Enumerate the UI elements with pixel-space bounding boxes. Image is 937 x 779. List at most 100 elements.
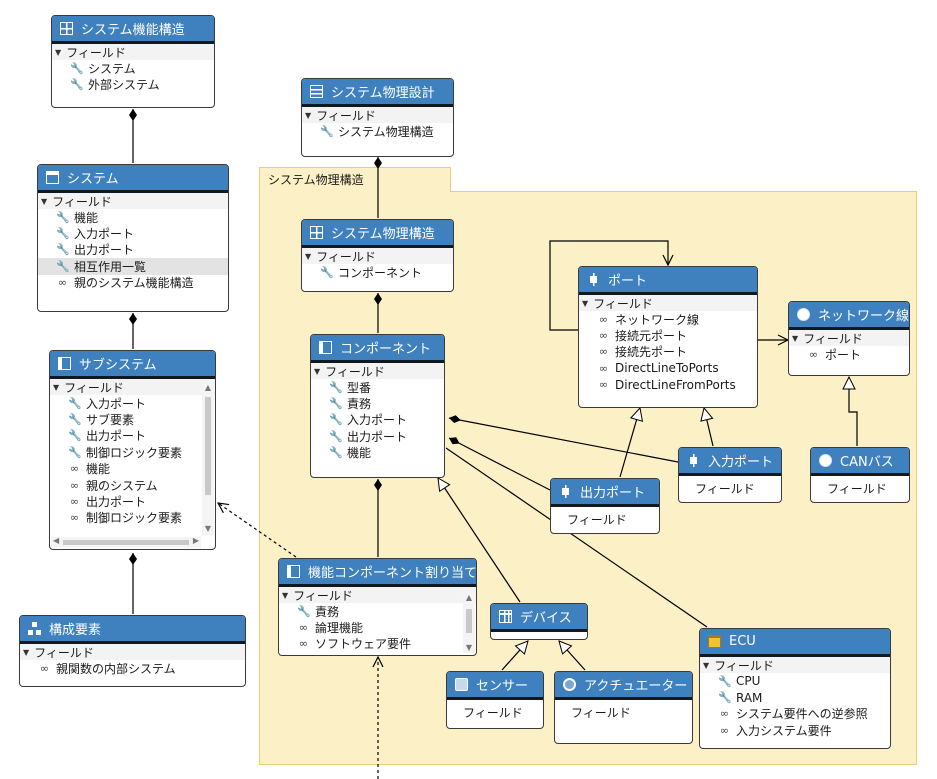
fields-section-toggle[interactable]: ▼フィールド [579, 295, 757, 311]
class-header: デバイス [491, 604, 587, 632]
class-network-line[interactable]: ネットワーク線 ▼フィールド ∞ポート [788, 301, 910, 376]
field-item[interactable]: 🔧システム [70, 61, 136, 76]
field-item[interactable]: ∞出力ポート [69, 495, 147, 510]
field-item[interactable]: ∞機能 [69, 462, 111, 477]
class-title: ECU [729, 634, 756, 649]
circle-icon [797, 308, 810, 321]
generalization-device-component [438, 478, 521, 603]
wrench-icon: 🔧 [329, 446, 343, 460]
link-icon: ∞ [598, 378, 609, 392]
class-header: センサー [447, 672, 543, 700]
component-icon [287, 565, 300, 578]
scroll-down-arrow-icon[interactable]: ▼ [465, 643, 473, 652]
field-item[interactable]: ∞DirectLineFromPorts [598, 377, 736, 392]
field-item[interactable]: ∞ポート [808, 347, 862, 362]
class-system-physical-design[interactable]: システム物理設計 ▼フィールド 🔧システム物理構造 [301, 78, 454, 157]
association-component-ecu [445, 447, 708, 628]
fields-label: フィールド [695, 482, 755, 496]
field-item[interactable]: 🔧機能 [329, 446, 372, 461]
field-item[interactable]: 🔧責務 [329, 397, 372, 412]
field-item[interactable]: ∞システム要件への逆参照 [719, 707, 868, 722]
generalization-inport-port [704, 408, 714, 447]
scrollbar-thumb[interactable] [63, 540, 189, 545]
class-kousei-youso[interactable]: 構成要素 ▼フィールド ∞親関数の内部システム [19, 615, 246, 687]
fields-section-toggle[interactable]: ▼フィールド [789, 330, 909, 346]
square-icon [455, 678, 468, 691]
class-header: システム機能構造 [52, 16, 214, 44]
port-icon [559, 485, 572, 498]
field-item-selected[interactable]: 🔧相互作用一覧 [38, 258, 228, 275]
field-item[interactable]: ∞接続元ポート [598, 329, 688, 344]
class-system[interactable]: システム ▼フィールド 🔧機能 🔧入力ポート 🔧出力ポート 🔧相互作用一覧 ∞親… [37, 164, 229, 312]
field-item[interactable]: 🔧型番 [329, 380, 372, 395]
field-item[interactable]: 🔧入力ポート [56, 227, 135, 242]
class-component[interactable]: コンポーネント ▼フィールド 🔧型番 🔧責務 🔧入力ポート 🔧出力ポート 🔧機能 [310, 334, 445, 478]
link-icon: ∞ [298, 621, 309, 635]
class-title: サブシステム [79, 358, 157, 373]
fields-section-toggle[interactable]: ▼フィールド [52, 44, 214, 60]
field-item[interactable]: 🔧出力ポート [68, 429, 147, 444]
field-item[interactable]: ∞ソフトウェア要件 [298, 637, 412, 652]
field-item[interactable]: ∞親のシステム機能構造 [57, 276, 194, 291]
scrollbar-thumb[interactable] [205, 397, 211, 495]
fields-section-toggle[interactable]: ▼フィールド [50, 379, 215, 395]
field-item[interactable]: 🔧出力ポート [56, 243, 135, 258]
scroll-left-arrow-icon[interactable]: ◀ [53, 536, 60, 545]
field-item[interactable]: ∞親関数の内部システム [39, 661, 176, 676]
horizontal-scrollbar[interactable]: ◀ ▶ [51, 536, 201, 548]
composition-component-inport [448, 415, 679, 463]
class-title: アクチュエーター [584, 679, 688, 694]
field-item[interactable]: 🔧RAM [718, 690, 763, 705]
fields-section-toggle[interactable]: ▼フィールド [700, 657, 890, 673]
class-header: コンポーネント [311, 335, 444, 363]
class-output-port[interactable]: 出力ポート フィールド [550, 478, 660, 534]
field-item[interactable]: ∞ネットワーク線 [598, 312, 700, 327]
field-item[interactable]: 🔧機能 [56, 210, 99, 225]
field-item[interactable]: ∞DirectLineToPorts [598, 361, 719, 376]
fields-section-toggle[interactable]: ▼フィールド [311, 363, 444, 379]
field-item[interactable]: ∞接続先ポート [598, 345, 688, 360]
scroll-right-arrow-icon[interactable]: ▶ [192, 536, 199, 545]
scroll-down-arrow-icon[interactable]: ▼ [204, 524, 212, 533]
field-item[interactable]: 🔧責務 [297, 604, 340, 619]
class-ecu[interactable]: ECU ▼フィールド 🔧CPU 🔧RAM ∞システム要件への逆参照 ∞入力システ… [699, 628, 891, 749]
class-title: デバイス [520, 611, 572, 626]
scroll-up-arrow-icon[interactable]: ▲ [465, 593, 473, 602]
vertical-scrollbar[interactable]: ▲ ▼ [202, 381, 214, 535]
class-actuator[interactable]: アクチュエーター フィールド [554, 671, 693, 744]
field-item[interactable]: 🔧入力ポート [329, 413, 408, 428]
scroll-up-arrow-icon[interactable]: ▲ [204, 383, 212, 392]
field-item[interactable]: ∞制御ロジック要素 [69, 511, 183, 526]
field-item[interactable]: ∞親のシステム [69, 478, 158, 493]
field-item[interactable]: 🔧CPU [718, 674, 761, 689]
class-system-physical-structure[interactable]: システム物理構造 ▼フィールド 🔧コンポーネント [301, 219, 454, 292]
scrollbar-thumb[interactable] [466, 609, 472, 633]
field-item[interactable]: ∞入力システム要件 [719, 723, 832, 738]
vertical-scrollbar[interactable]: ▲ ▼ [463, 591, 475, 653]
class-sensor[interactable]: センサー フィールド [446, 671, 544, 729]
fields-section-toggle[interactable]: ▼フィールド [20, 644, 245, 660]
wrench-icon: 🔧 [297, 604, 311, 618]
fields-section-toggle[interactable]: ▼フィールド [302, 107, 453, 123]
field-item[interactable]: 🔧入力ポート [68, 396, 147, 411]
field-item[interactable]: 🔧制御ロジック要素 [68, 445, 183, 460]
fields-section-toggle[interactable]: ▼フィールド [302, 248, 453, 264]
field-item[interactable]: 🔧コンポーネント [320, 265, 423, 280]
field-item[interactable]: 🔧システム物理構造 [320, 124, 434, 139]
class-title: ポート [608, 274, 648, 289]
class-device[interactable]: デバイス [490, 603, 588, 640]
field-item[interactable]: 🔧外部システム [70, 78, 160, 93]
class-subsystem[interactable]: サブシステム ▼フィールド 🔧入力ポート 🔧サブ要素 🔧出力ポート 🔧制御ロジッ… [49, 350, 216, 550]
link-icon: ∞ [298, 637, 309, 651]
fields-section-toggle[interactable]: ▼フィールド [38, 193, 228, 209]
field-item[interactable]: ∞論理機能 [298, 621, 364, 636]
fields-section-toggle[interactable]: ▼フィールド [279, 587, 476, 603]
field-item[interactable]: 🔧出力ポート [329, 429, 408, 444]
class-function-component-allocation[interactable]: 機能コンポーネント割り当て ▼フィールド 🔧責務 ∞論理機能 ∞ソフトウェア要件… [278, 558, 477, 656]
class-can-bus[interactable]: CANバス フィールド [810, 447, 910, 503]
collapse-triangle-icon: ▼ [582, 298, 589, 308]
field-item[interactable]: 🔧サブ要素 [68, 413, 135, 428]
class-port[interactable]: ポート ▼フィールド ∞ネットワーク線 ∞接続元ポート ∞接続先ポート ∞Dir… [578, 266, 758, 408]
class-system-function-structure[interactable]: システム機能構造 ▼フィールド 🔧システム 🔧外部システム [51, 15, 215, 108]
class-input-port[interactable]: 入力ポート フィールド [678, 447, 782, 503]
